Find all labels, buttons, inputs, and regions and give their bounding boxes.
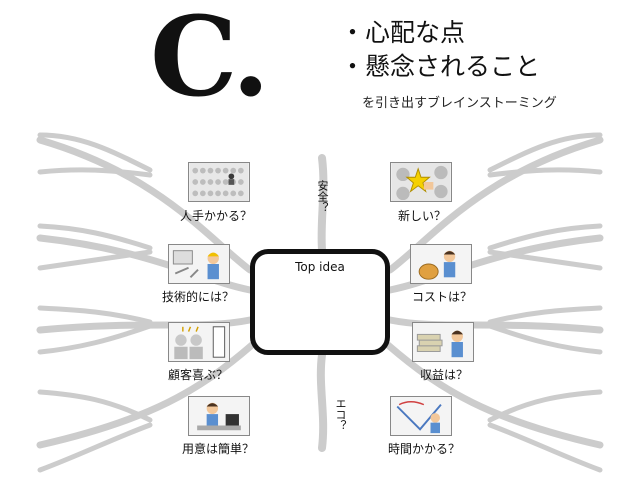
node-image-cost xyxy=(410,244,472,284)
node-label-manpower: 人手かかる？ xyxy=(180,209,253,223)
node-image-revenue xyxy=(412,322,474,362)
top-idea-label: Top idea xyxy=(295,260,345,274)
node-label-technical: 技術的には？ xyxy=(162,290,235,304)
node-label-customers: 顧客喜ぶ？ xyxy=(168,368,229,382)
section-letter: C. xyxy=(150,0,270,121)
customers-icon xyxy=(169,323,229,361)
brainstorm-subtitle: を引き出すブレインストーミング xyxy=(362,96,557,111)
vertical-label-eco: エコ？ xyxy=(334,398,347,431)
bullet-concerns: ・懸念されること xyxy=(340,52,541,81)
node-image-manpower xyxy=(188,162,250,202)
money-bag-icon xyxy=(411,245,471,283)
node-label-novelty: 新しい？ xyxy=(398,209,447,223)
node-label-preparation: 用意は簡単？ xyxy=(182,442,255,456)
node-image-novelty xyxy=(390,162,452,202)
node-label-revenue: 収益は？ xyxy=(420,368,469,382)
node-label-cost: コストは？ xyxy=(412,290,473,304)
time-graph-icon xyxy=(391,397,451,435)
vertical-label-safety: 安全？ xyxy=(316,180,329,213)
cash-stack-icon xyxy=(413,323,473,361)
node-image-customers xyxy=(168,322,230,362)
crowd-icon xyxy=(189,163,249,201)
node-image-preparation xyxy=(188,396,250,436)
node-image-technical xyxy=(168,244,230,284)
node-image-time xyxy=(390,396,452,436)
node-label-time: 時間かかる？ xyxy=(388,442,461,456)
desk-worker-icon xyxy=(189,397,249,435)
tools-worker-icon xyxy=(169,245,229,283)
top-idea-box[interactable]: Top idea xyxy=(250,249,390,355)
bullet-worry-points: ・心配な点 xyxy=(340,18,466,47)
star-hand-icon xyxy=(391,163,451,201)
